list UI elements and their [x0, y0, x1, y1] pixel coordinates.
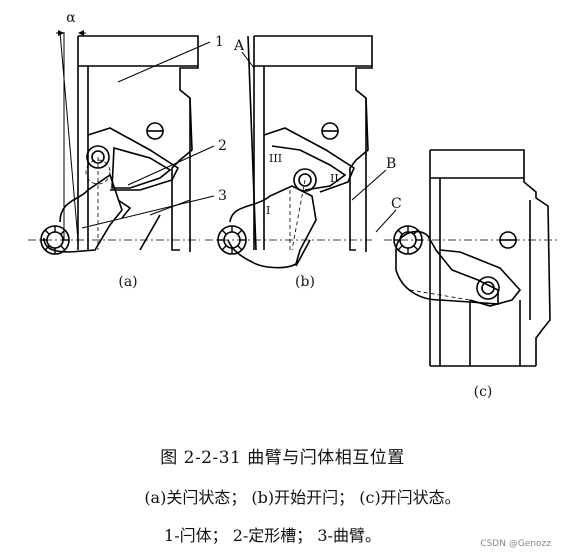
label-1: 1 [215, 34, 224, 50]
subfig-a-label: (a) [118, 274, 137, 290]
label-2: 2 [218, 138, 227, 154]
alpha-label: α [66, 10, 76, 26]
label-II: II [330, 172, 339, 185]
label-C: C [391, 196, 402, 212]
label-3: 3 [218, 188, 227, 204]
label-A: A [233, 38, 245, 54]
label-B: B [386, 156, 396, 172]
subfig-b-label: (b) [295, 274, 315, 290]
mechanism-diagram: α [28, 10, 560, 400]
figure-caption-states: (a)关闩状态； (b)开始开闩； (c)开闩状态。 [144, 488, 461, 507]
watermark: CSDN @Genozz [480, 539, 551, 549]
label-III: III [269, 152, 282, 165]
view-b: A B C III II I (b) [205, 35, 402, 290]
view-a: α [28, 10, 227, 290]
figure-caption-legend: 1-闩体； 2-定形槽； 3-曲臂。 [164, 526, 381, 545]
figure-caption-title: 图 2-2-31 曲臂与闩体相互位置 [160, 448, 405, 468]
subfig-c-label: (c) [474, 384, 493, 400]
label-I: I [266, 204, 270, 217]
view-c: (c) [384, 149, 560, 400]
